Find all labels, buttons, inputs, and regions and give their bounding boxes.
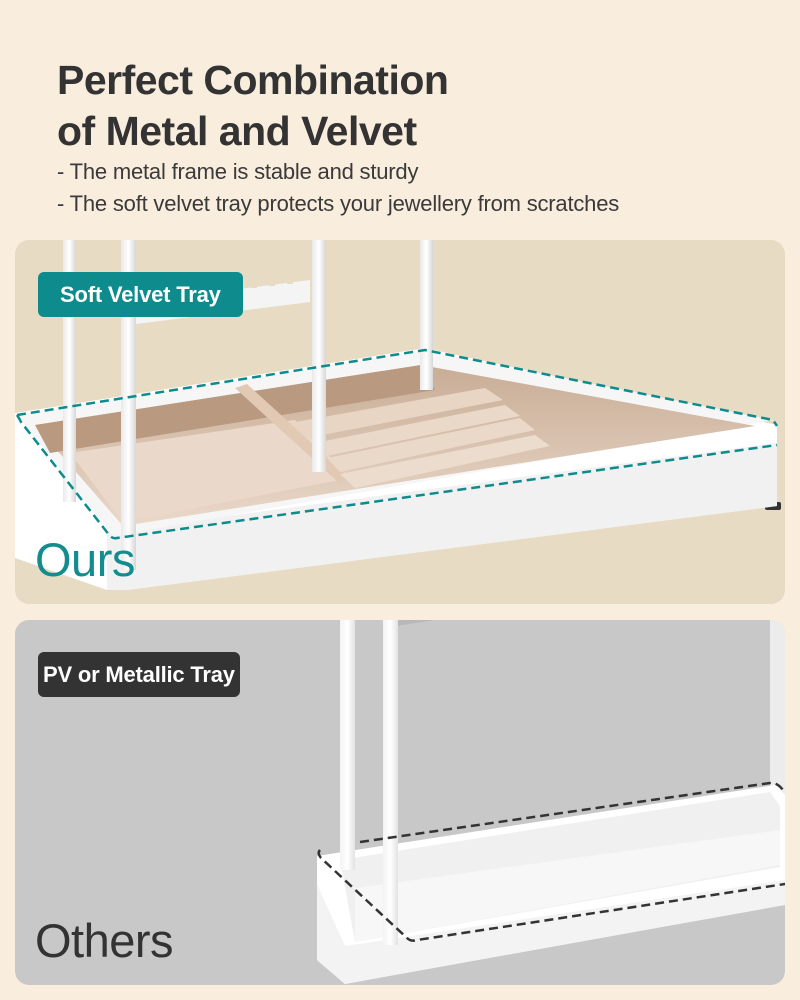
feature-list: - The metal frame is stable and sturdy -… [57,156,619,220]
page-title: Perfect Combination of Metal and Velvet [57,55,449,157]
ours-panel: Soft Velvet Tray Ours [15,240,785,604]
ours-badge: Soft Velvet Tray [38,272,243,317]
ours-label: Ours [35,533,135,586]
plain-tray-stand-icon [317,620,785,984]
others-badge: PV or Metallic Tray [38,652,240,697]
others-panel: PV or Metallic Tray Others [15,620,785,985]
title-line-2: of Metal and Velvet [57,108,417,154]
feature-bullet: - The metal frame is stable and sturdy [57,159,419,184]
title-line-1: Perfect Combination [57,57,449,103]
others-label: Others [35,914,174,967]
feature-bullet: - The soft velvet tray protects your jew… [57,191,620,216]
